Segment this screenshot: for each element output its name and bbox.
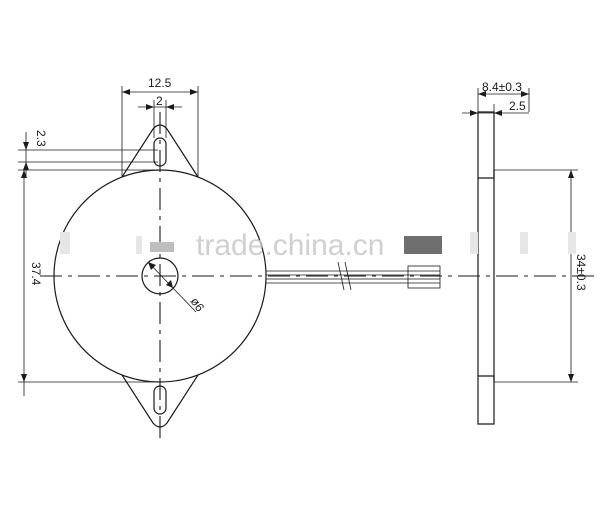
watermark: trade.china.cn xyxy=(60,229,576,262)
side-view: 34±0.3 8.4±0.3 2.5 xyxy=(462,80,588,425)
dimension-slot-width: 2 xyxy=(138,94,182,138)
dimension-width-top-label: 12.5 xyxy=(148,76,172,90)
dimension-side-thickness-label: 8.4±0.3 xyxy=(482,80,522,94)
dimension-side-height: 34±0.3 xyxy=(568,170,588,382)
dimension-side-thickness: 8.4±0.3 xyxy=(478,80,529,97)
dimension-side-height-label: 34±0.3 xyxy=(574,254,588,291)
dimension-tab-height: 2.3 xyxy=(18,130,158,176)
side-view-outline xyxy=(477,111,495,179)
dimension-hole-label: ø6 xyxy=(188,295,208,315)
watermark-text: trade.china.cn xyxy=(196,229,384,262)
wire-leads xyxy=(266,261,441,291)
dimension-side-step: 2.5 xyxy=(462,99,529,116)
dimension-tab-height-label: 2.3 xyxy=(34,130,48,147)
dimension-side-step-label: 2.5 xyxy=(509,99,526,113)
front-view: 12.5 2 2.3 37.4 xyxy=(18,76,600,440)
dimension-hole: ø6 xyxy=(147,261,208,315)
dimension-diameter-label: 37.4 xyxy=(29,262,43,286)
dimension-diameter: 37.4 xyxy=(18,169,160,396)
dimension-slot-width-label: 2 xyxy=(156,94,163,108)
